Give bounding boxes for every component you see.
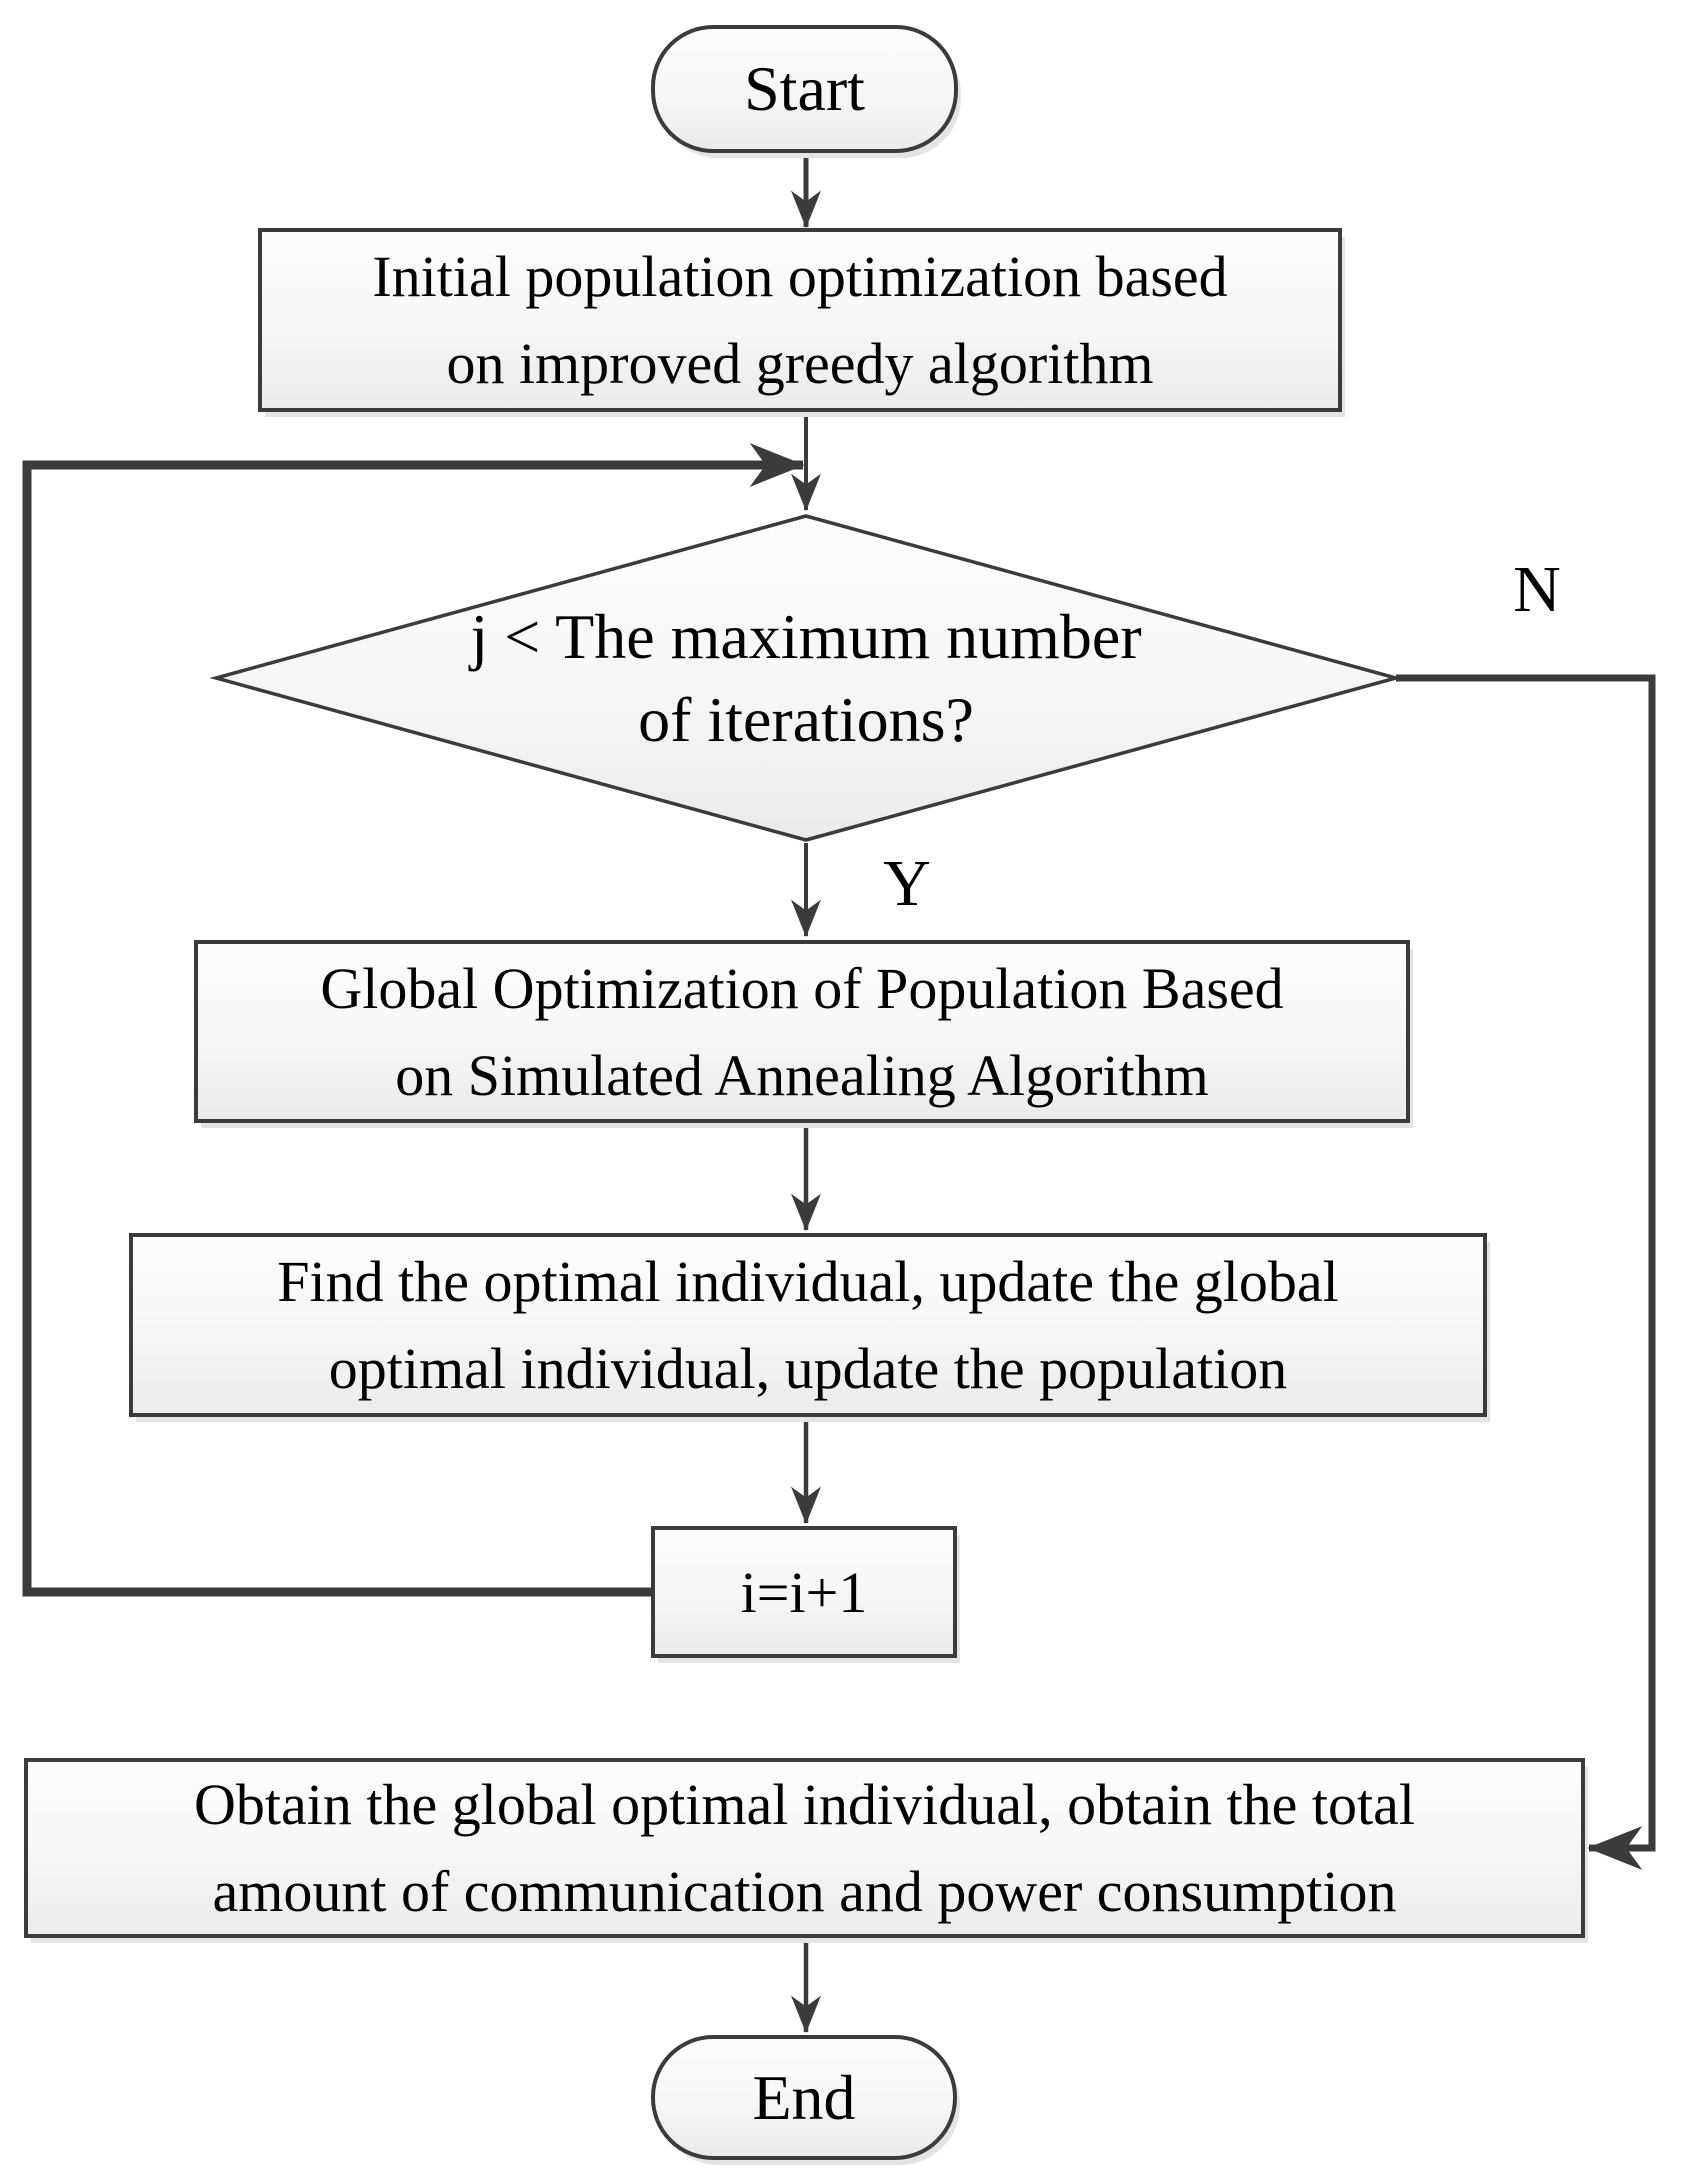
end-node: End xyxy=(651,2035,957,2160)
process-increment: i=i+1 xyxy=(651,1526,957,1658)
branch-label-no: N xyxy=(1513,553,1561,626)
arrow-no-to-obtain xyxy=(1396,674,1656,1870)
decision-iteration-check-label: j < The maximum number of iterations? xyxy=(470,601,1142,756)
process-global-optimization: Global Optimization of Population Based … xyxy=(194,940,1410,1123)
decision-diamond-shape xyxy=(209,514,1403,842)
process-find-optimal: Find the optimal individual, update the … xyxy=(129,1233,1487,1417)
arrow-loop-back xyxy=(22,443,805,1597)
process-initial-population: Initial population optimization based on… xyxy=(258,228,1342,412)
process-obtain-result: Obtain the global optimal individual, ob… xyxy=(24,1758,1585,1938)
branch-label-yes: Y xyxy=(883,847,931,920)
start-node: Start xyxy=(651,25,958,153)
